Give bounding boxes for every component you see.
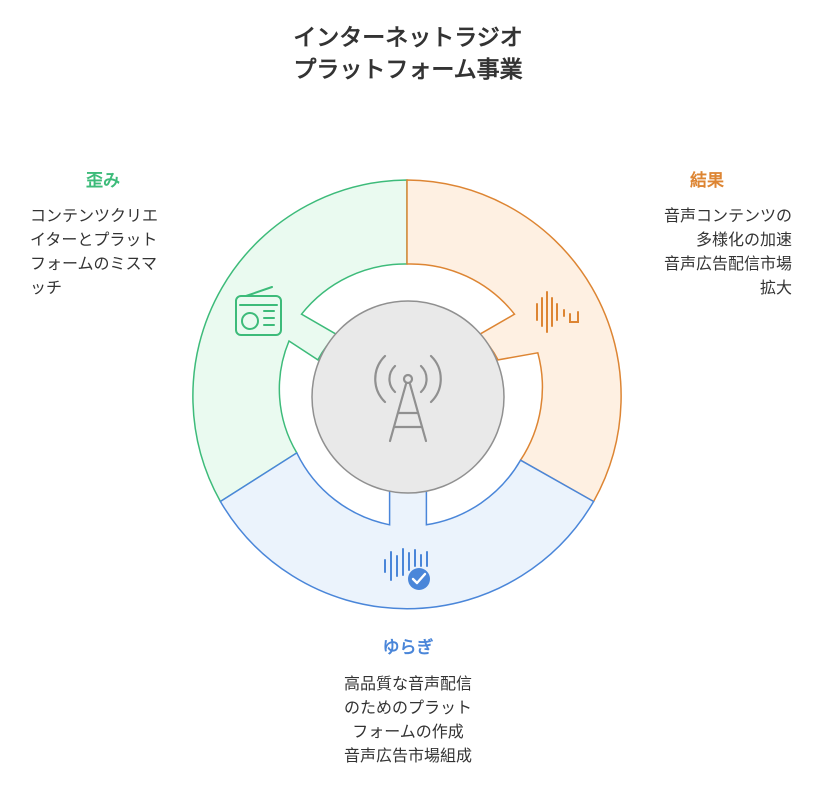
diagram-title: インターネットラジオ プラットフォーム事業 [0, 22, 816, 86]
result-line-3: 音声広告配信市場 [663, 254, 792, 273]
title-line-2: プラットフォーム事業 [293, 57, 523, 83]
result-description: 音声コンテンツの 多様化の加速 音声広告配信市場 拡大 [664, 204, 792, 300]
fluctuation-line-1: 高品質な音声配信 [343, 674, 472, 693]
fluctuation-line-4: 音声広告市場組成 [343, 746, 472, 765]
distortion-line-4: ッチ [30, 278, 63, 297]
result-heading: 結果 [690, 171, 724, 191]
antenna-tower-icon [374, 354, 442, 443]
result-line-1: 音声コンテンツの [663, 206, 792, 225]
fluctuation-line-2: のためのプラット [343, 698, 472, 717]
distortion-description: コンテンツクリエ イターとプラット フォームのミスマ ッチ [30, 204, 158, 300]
segment-fluctuation [219, 451, 595, 610]
distortion-line-1: コンテンツクリエ [30, 206, 159, 225]
radio-icon [235, 286, 282, 336]
title-line-1: インターネットラジオ [293, 25, 523, 51]
distortion-heading: 歪み [86, 171, 120, 191]
result-line-4: 拡大 [759, 278, 792, 297]
verified-audio-icon [384, 548, 430, 590]
fluctuation-heading: ゆらぎ [382, 638, 434, 658]
distortion-line-2: イターとプラット [30, 230, 158, 249]
result-line-2: 多様化の加速 [695, 230, 792, 249]
sound-wave-icon [536, 291, 579, 333]
center-hub [311, 300, 505, 494]
distortion-line-3: フォームのミスマ [30, 254, 158, 273]
fluctuation-description: 高品質な音声配信 のためのプラット フォームの作成 音声広告市場組成 [0, 672, 816, 768]
fluctuation-line-3: フォームの作成 [352, 722, 464, 741]
